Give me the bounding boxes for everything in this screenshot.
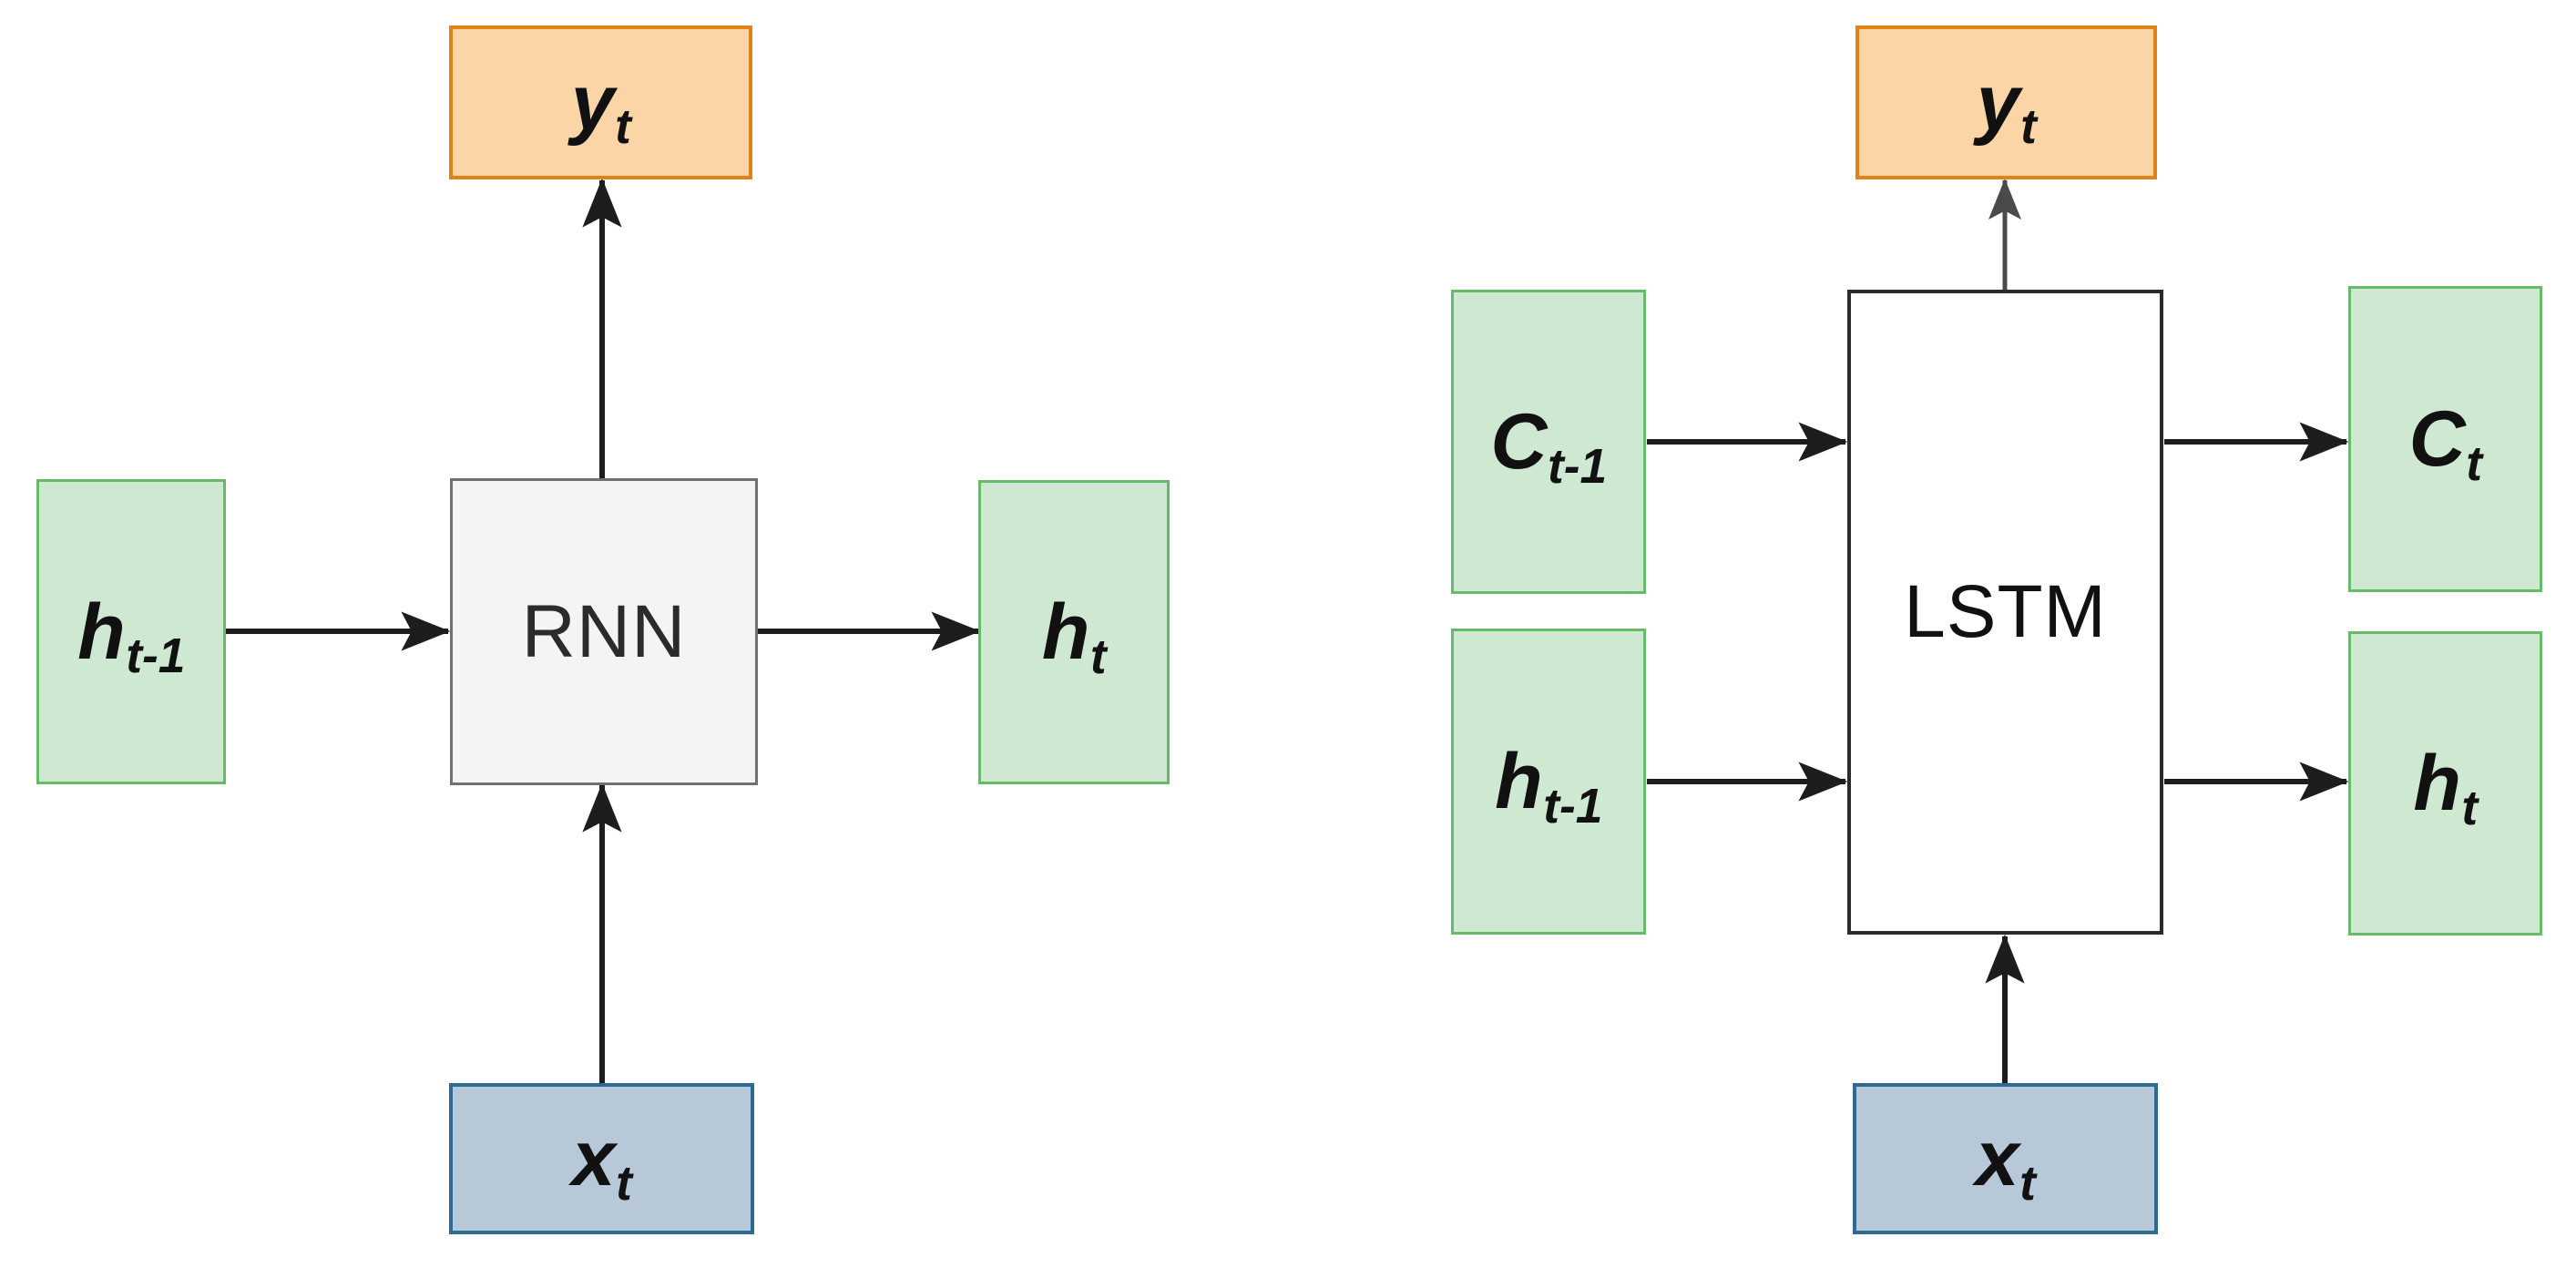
rnn-cell-node[interactable]: RNN	[450, 478, 758, 785]
rnn-prev-hidden-state-node[interactable]: ht-1	[36, 479, 226, 784]
lstm-cell-node[interactable]: LSTM	[1847, 290, 2163, 935]
rnn-input-node[interactable]: xt	[449, 1083, 754, 1234]
lstm-input-node[interactable]: xt	[1853, 1083, 2158, 1234]
lstm-hidden-state-node[interactable]: ht	[2348, 631, 2542, 936]
lstm-cell-label: LSTM	[1904, 570, 2107, 653]
lstm-prev-cell-state-node[interactable]: Ct-1	[1451, 290, 1646, 594]
lstm-cell-state-node[interactable]: Ct	[2348, 286, 2542, 592]
lstm-prev-hidden-state-node[interactable]: ht-1	[1451, 629, 1646, 935]
lstm-hidden-state-label: ht	[2413, 740, 2479, 835]
rnn-prev-hidden-state-label: ht-1	[77, 588, 186, 684]
rnn-input-label: xt	[571, 1115, 632, 1211]
lstm-prev-hidden-state-label: ht-1	[1495, 738, 1603, 833]
rnn-output-label: yt	[570, 58, 631, 155]
lstm-cell-state-label: Ct	[2408, 395, 2482, 491]
rnn-output-node[interactable]: yt	[449, 26, 752, 179]
rnn-hidden-state-node[interactable]: ht	[978, 480, 1170, 784]
lstm-input-label: xt	[1975, 1115, 2036, 1211]
lstm-output-node[interactable]: yt	[1855, 26, 2157, 179]
lstm-output-label: yt	[1976, 58, 2037, 155]
rnn-cell-label: RNN	[521, 589, 687, 673]
lstm-prev-cell-state-label: Ct-1	[1490, 398, 1608, 494]
rnn-hidden-state-label: ht	[1041, 588, 1107, 684]
